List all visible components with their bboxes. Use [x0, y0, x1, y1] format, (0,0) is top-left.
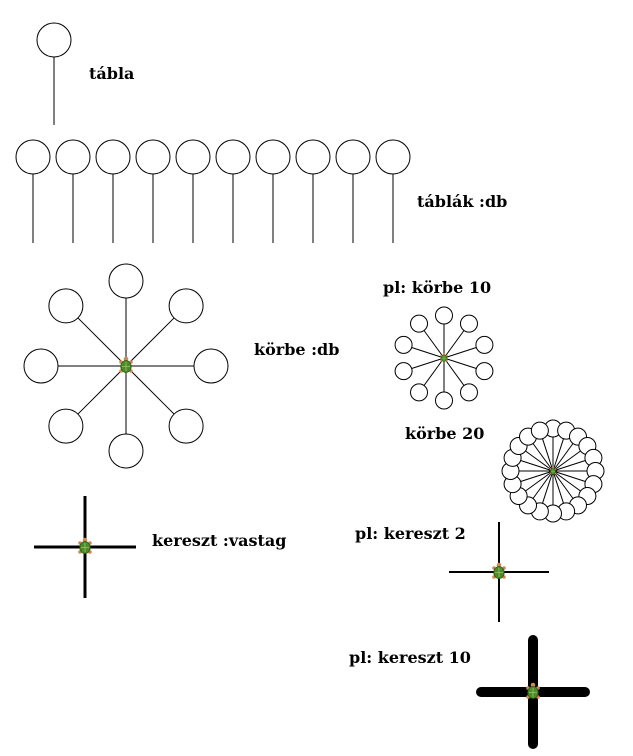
- label-pl-korbe-10: pl: körbe 10: [383, 278, 491, 297]
- korbe-example-1-figure: [394, 306, 494, 410]
- korbe-item: [125, 288, 204, 367]
- korbe-item: [552, 470, 597, 505]
- korbe-item: [394, 335, 445, 359]
- label-tabla: tábla: [89, 64, 134, 83]
- label-pl-kereszt-10: pl: kereszt 10: [349, 648, 471, 667]
- label-tablak: táblák :db: [417, 192, 507, 211]
- turtle-icon: [526, 682, 540, 699]
- turtle-icon: [492, 562, 506, 579]
- tabla-item: [175, 139, 211, 243]
- korbe-item: [410, 314, 445, 359]
- korbe-item: [125, 365, 204, 444]
- korbe-item: [23, 348, 126, 384]
- tabla-item: [15, 139, 51, 243]
- korbe-item: [443, 357, 478, 402]
- tabla-figure: [36, 22, 72, 125]
- korbe-item: [530, 421, 554, 472]
- korbe-item: [509, 437, 554, 472]
- korbe-item: [410, 357, 445, 402]
- korbe-item: [108, 366, 144, 469]
- tabla-item: [335, 139, 371, 243]
- korbe-large-figure: [23, 263, 229, 469]
- label-kereszt: kereszt :vastag: [152, 531, 286, 550]
- korbe-item: [443, 314, 478, 359]
- korbe-item: [435, 358, 453, 410]
- korbe-item: [126, 348, 229, 384]
- tabla-item: [295, 139, 331, 243]
- tabla-item: [215, 139, 251, 243]
- korbe-item: [443, 335, 494, 359]
- korbe-item: [435, 306, 453, 358]
- label-korbe: körbe :db: [254, 340, 339, 359]
- korbe-item: [544, 471, 562, 523]
- label-korbe-20: körbe 20: [405, 424, 484, 443]
- korbe-item: [544, 419, 562, 471]
- korbe-item: [552, 470, 576, 521]
- tabla-item: [95, 139, 131, 243]
- label-pl-kereszt-2: pl: kereszt 2: [355, 524, 466, 543]
- tabla-item: [375, 139, 411, 243]
- korbe-item: [501, 462, 553, 480]
- korbe-example-2-figure: [501, 419, 605, 523]
- korbe-item: [108, 263, 144, 366]
- korbe-item: [48, 288, 127, 367]
- korbe-item: [394, 357, 445, 381]
- tabla-item: [135, 139, 171, 243]
- turtle-icon: [78, 537, 92, 554]
- korbe-item: [48, 365, 127, 444]
- tablak-figure: [15, 139, 411, 243]
- korbe-item: [443, 357, 494, 381]
- tabla-item: [255, 139, 291, 243]
- tabla-item: [55, 139, 91, 243]
